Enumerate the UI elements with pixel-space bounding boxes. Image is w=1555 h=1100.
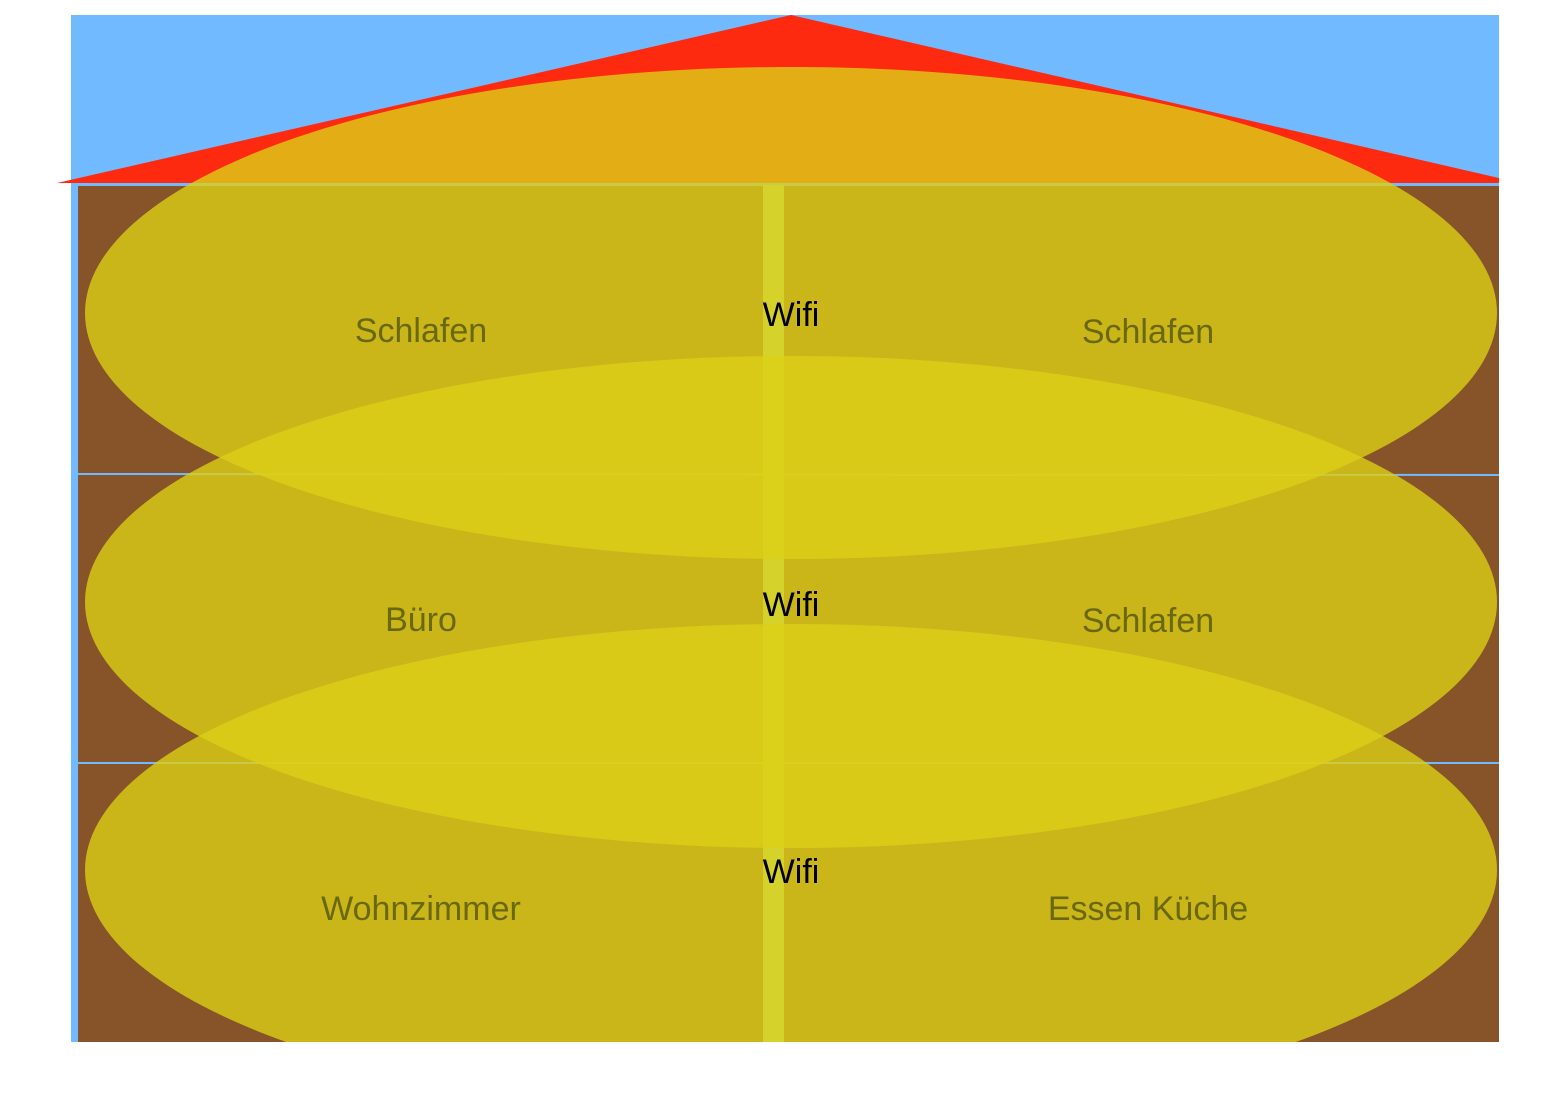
room-label-top-right: Schlafen <box>1082 313 1214 351</box>
room-label-bottom-left: Wohnzimmer <box>321 890 521 928</box>
house-wall-left-edge <box>71 183 78 1042</box>
wifi-coverage-bottom <box>85 624 1497 1042</box>
wifi-label-top: Wifi <box>763 296 820 334</box>
room-label-middle-left: Büro <box>385 601 457 639</box>
wifi-coverage-group <box>85 67 1497 1042</box>
wifi-label-bottom: Wifi <box>763 853 820 891</box>
room-label-middle-right: Schlafen <box>1082 602 1214 640</box>
wifi-label-middle: Wifi <box>763 586 820 624</box>
room-label-bottom-right: Essen Küche <box>1048 890 1248 928</box>
room-label-top-left: Schlafen <box>355 312 487 350</box>
